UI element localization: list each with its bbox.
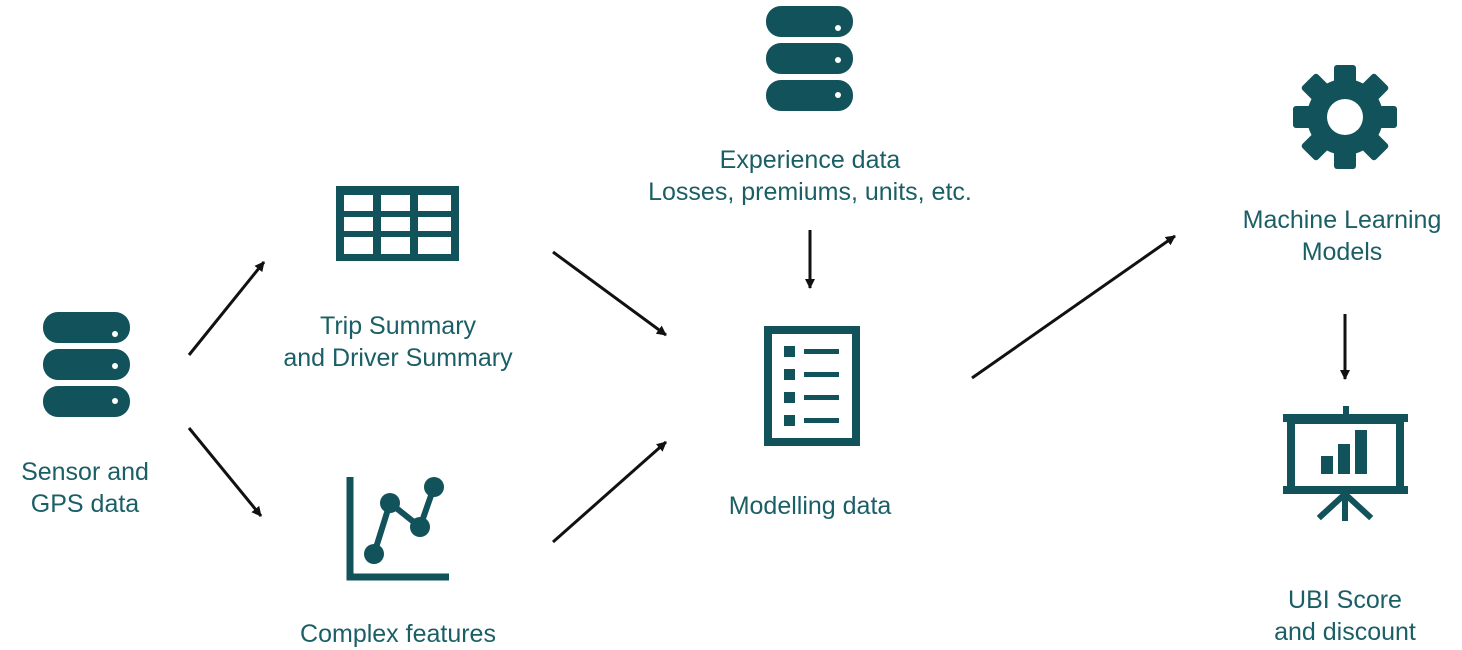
experience-label-line1: Experience data bbox=[719, 146, 901, 174]
sensor-label-line2: GPS data bbox=[30, 490, 140, 518]
arrow-modelling-to-ml bbox=[971, 234, 1176, 380]
ubi-label: UBI Score and discount bbox=[1235, 584, 1455, 648]
modelling-label-line1: Modelling data bbox=[728, 492, 892, 520]
arrow-sensor-to-trip bbox=[187, 261, 266, 356]
ml-label-line1: Machine Learning bbox=[1242, 206, 1442, 234]
line-chart-icon bbox=[346, 477, 449, 581]
arrow-trip-to-modelling bbox=[552, 250, 667, 337]
trip-label-line2: and Driver Summary bbox=[283, 344, 513, 372]
table-icon bbox=[336, 186, 459, 261]
experience-database-icon bbox=[766, 6, 853, 111]
sensor-label-line1: Sensor and bbox=[21, 458, 149, 486]
trip-label-line1: Trip Summary bbox=[319, 312, 477, 340]
arrow-complex-to-modelling bbox=[552, 440, 667, 544]
ubi-label-line2: and discount bbox=[1274, 618, 1416, 646]
arrow-sensor-to-complex bbox=[187, 427, 263, 517]
presentation-chart-icon bbox=[1283, 406, 1408, 521]
trip-label: Trip Summary and Driver Summary bbox=[248, 310, 548, 374]
complex-label-line1: Complex features bbox=[300, 620, 496, 648]
ubi-label-line1: UBI Score bbox=[1288, 586, 1402, 614]
ml-label-line2: Models bbox=[1301, 238, 1383, 266]
ml-label: Machine Learning Models bbox=[1222, 204, 1462, 268]
complex-label: Complex features bbox=[248, 618, 548, 650]
modelling-label: Modelling data bbox=[660, 490, 960, 522]
sensor-label: Sensor and GPS data bbox=[0, 456, 170, 520]
experience-label-line2: Losses, premiums, units, etc. bbox=[648, 178, 972, 206]
gear-icon bbox=[1293, 65, 1397, 169]
sensor-database-icon bbox=[43, 312, 130, 417]
experience-label: Experience data Losses, premiums, units,… bbox=[590, 144, 1030, 208]
checklist-icon bbox=[764, 326, 860, 446]
